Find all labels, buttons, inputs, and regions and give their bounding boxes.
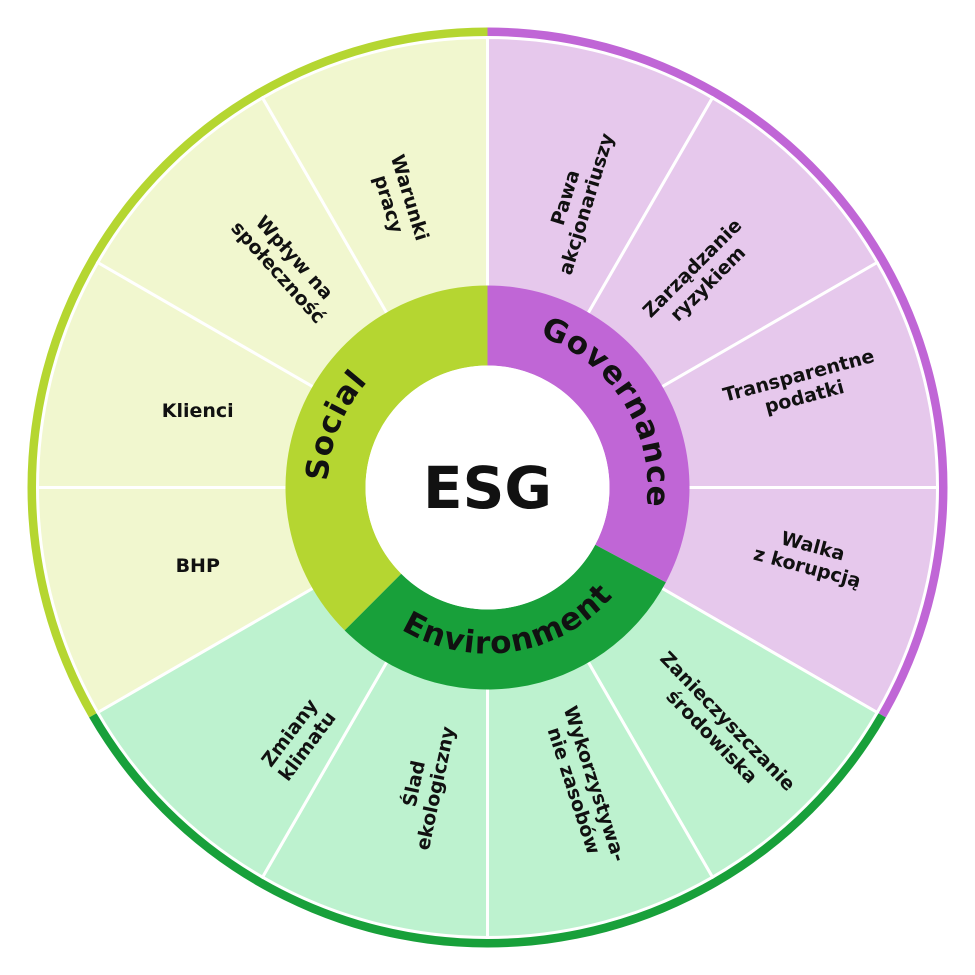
center-title: ESG	[423, 454, 552, 522]
social-segment-label: Klienci	[162, 400, 234, 422]
segment-ring	[35, 35, 940, 940]
center-circle	[365, 365, 610, 610]
environment-pillar-arc	[344, 544, 666, 690]
governance-pillar-arc	[487, 285, 690, 583]
pillar-ring	[285, 285, 690, 690]
social-pillar-arc	[285, 285, 488, 631]
social-segment-label: BHP	[176, 555, 220, 577]
